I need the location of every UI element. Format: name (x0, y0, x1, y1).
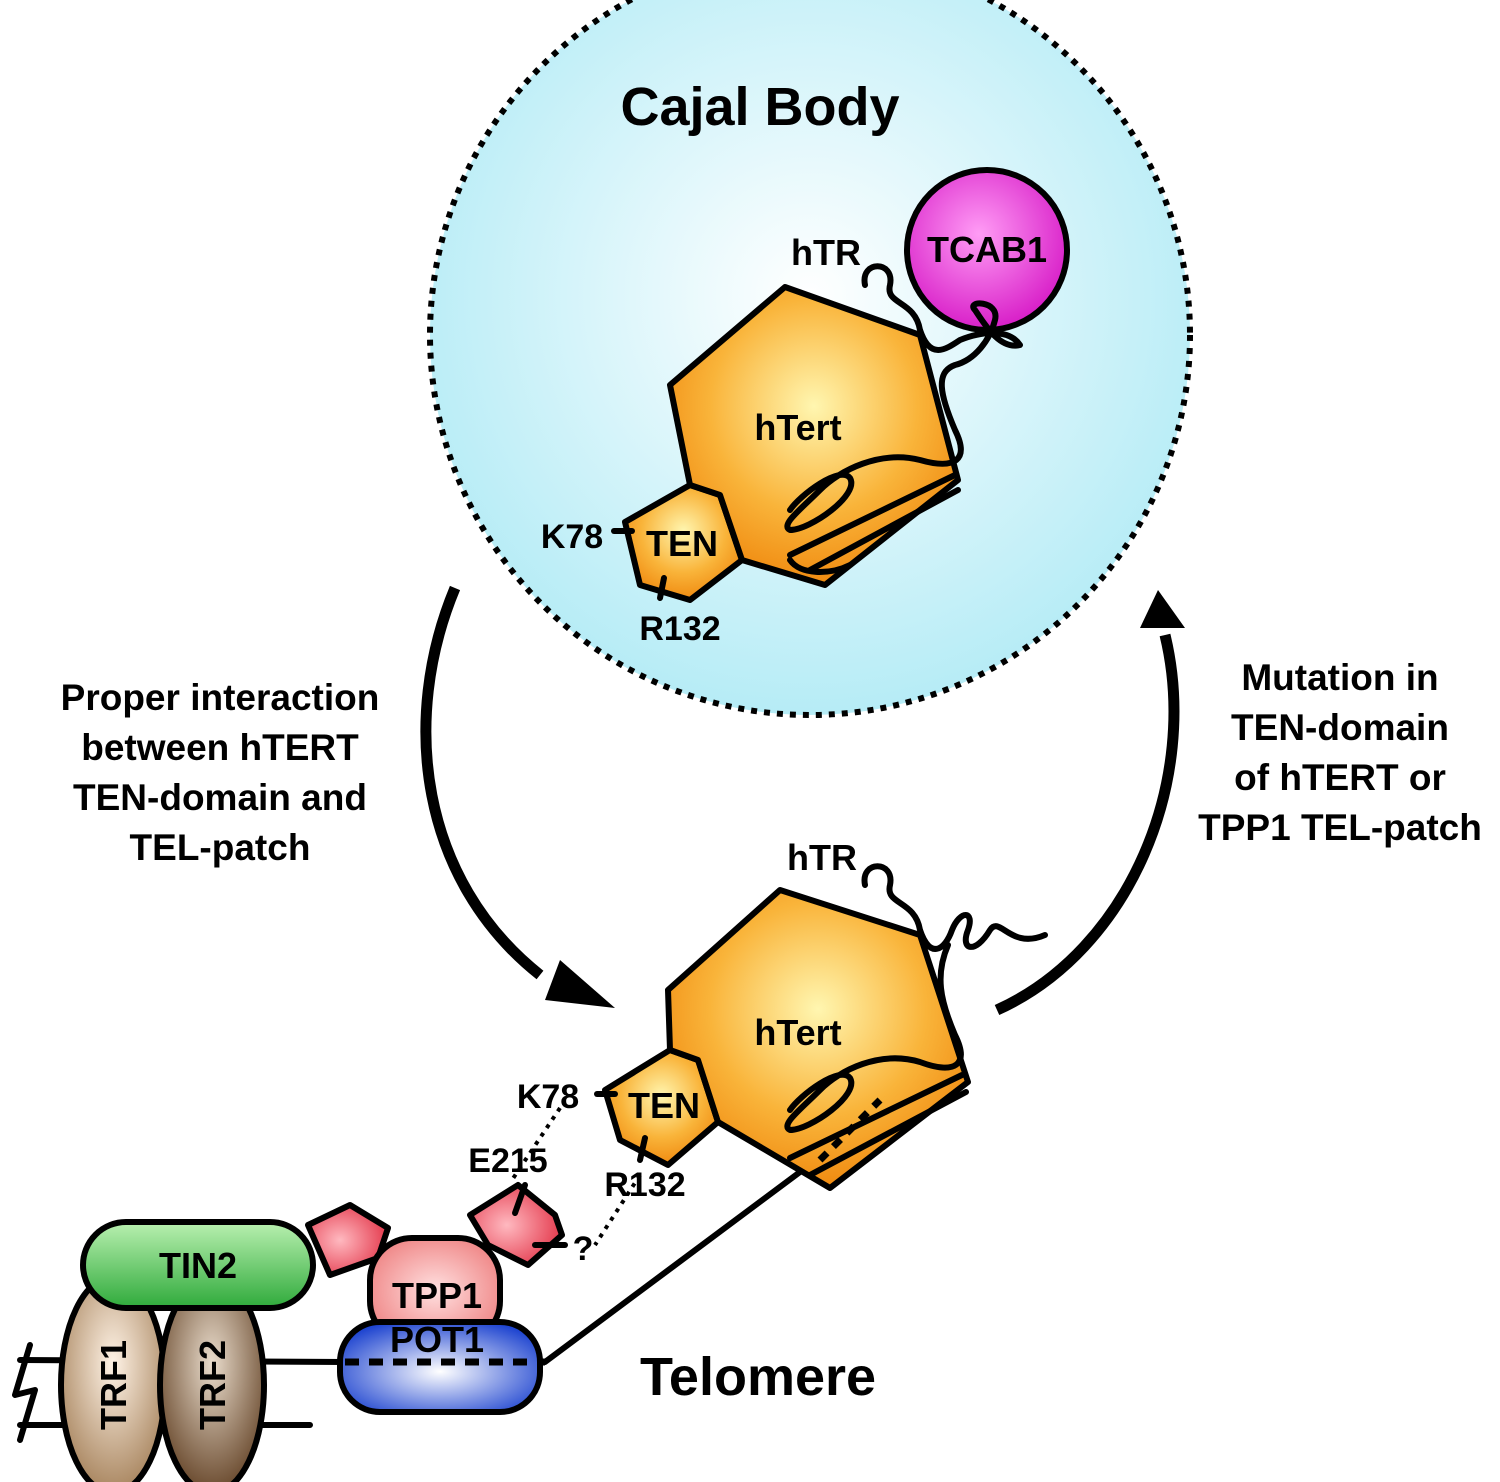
bottom-template-pairing (817, 1097, 883, 1163)
bottom-htert-rail (787, 1072, 969, 1178)
left-caption-line-4: TEL-patch (130, 827, 311, 868)
left-caption-line-1: Proper interaction (61, 677, 380, 718)
top-htert-rail (787, 472, 961, 573)
right-caption: Mutation in TEN-domain of hTERT or TPP1 … (1198, 657, 1482, 848)
bottom-telomerase-complex: hTR hTert TEN K78 R132 (510, 837, 1048, 1365)
bottom-htert-label: hTert (754, 1012, 841, 1053)
left-caption-line-3: TEN-domain and (73, 777, 367, 818)
telomere-overhang (542, 1169, 803, 1365)
pot1-label: POT1 (390, 1319, 484, 1360)
down-arrow-head (545, 960, 615, 1008)
r132-unknown-interaction (593, 1173, 642, 1247)
top-telomerase-complex: TCAB1 hTR hTert TEN K78 R132 (541, 167, 1070, 648)
left-caption-line-2: between hTERT (81, 727, 359, 768)
top-k78-label: K78 (541, 518, 603, 556)
unknown-residue-mark: ? (573, 1230, 594, 1268)
bottom-r132-label: R132 (604, 1166, 685, 1204)
up-arrow-head (1140, 590, 1185, 628)
dna-break-mark (12, 1342, 38, 1443)
telomere-label: Telomere (640, 1347, 876, 1407)
bottom-htr-rna (784, 863, 1048, 1133)
top-htr-label: hTR (791, 232, 861, 273)
bottom-k78-label: K78 (517, 1078, 579, 1116)
top-r132-tick (657, 575, 667, 601)
e215-tick (512, 1182, 528, 1216)
right-caption-line-3: of hTERT or (1234, 757, 1446, 798)
top-ten-label: TEN (646, 523, 718, 564)
tpp1-label: TPP1 (392, 1275, 482, 1316)
shelterin-complex: TRF1 TRF2 TIN2 TPP1 E215 ? POT1 (12, 1142, 594, 1482)
cycle-arrows (420, 585, 1185, 1016)
tpp1-left-lobe (305, 1202, 391, 1278)
k78-e215-interaction (510, 1106, 562, 1182)
tin2-protein (80, 1219, 316, 1311)
pot1-protein (337, 1319, 543, 1415)
top-htert-label: hTert (754, 407, 841, 448)
bottom-r132-tick (637, 1135, 648, 1163)
right-caption-line-4: TPP1 TEL-patch (1198, 807, 1482, 848)
tcab1-label: TCAB1 (927, 229, 1047, 270)
top-r132-label: R132 (639, 610, 720, 648)
left-caption: Proper interaction between hTERT TEN-dom… (61, 677, 380, 868)
right-caption-line-2: TEN-domain (1231, 707, 1449, 748)
e215-label: E215 (468, 1142, 547, 1180)
tin2-label: TIN2 (159, 1245, 237, 1286)
trf2-label: TRF2 (192, 1340, 233, 1430)
up-arrow-shaft (994, 633, 1180, 1016)
right-caption-line-1: Mutation in (1241, 657, 1438, 698)
bottom-ten-label: TEN (628, 1085, 700, 1126)
bottom-htr-label: hTR (787, 837, 857, 878)
cajal-body-label: Cajal Body (620, 77, 899, 137)
top-htr-rna (784, 263, 1023, 575)
down-arrow-shaft (420, 585, 544, 980)
trf1-label: TRF1 (93, 1340, 134, 1430)
bottom-htert-body (665, 887, 971, 1191)
